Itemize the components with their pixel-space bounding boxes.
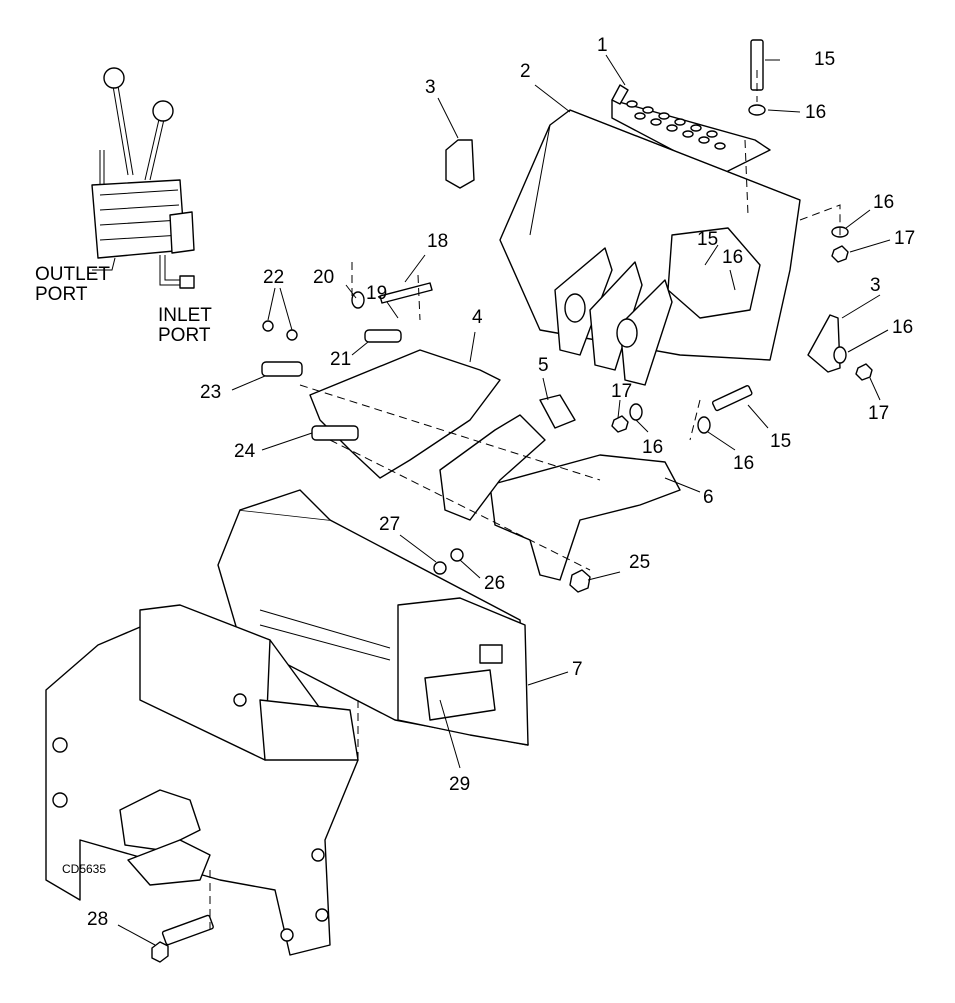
callout-16-top: 16: [805, 102, 827, 123]
callout-22: 22: [263, 267, 285, 288]
part-16-washer-mid: [629, 403, 643, 421]
part-22-clip-a: [262, 320, 274, 332]
callout-6: 6: [703, 487, 714, 508]
callout-24: 24: [234, 441, 256, 462]
callout-7: 7: [572, 659, 583, 680]
callout-15-lower: 15: [770, 431, 792, 452]
part-16-washer-bolt: [697, 416, 711, 434]
part-18-chain: [379, 282, 433, 304]
callout-16-lower-right: 16: [892, 317, 914, 338]
mounting-frame: [45, 604, 359, 956]
part-3-bracket-right: [807, 314, 841, 373]
part-27-washer: [433, 561, 447, 575]
callout-16-right: 16: [873, 192, 895, 213]
callout-16-bolt: 16: [733, 453, 755, 474]
part-16-washer-lower: [833, 346, 847, 364]
callout-15-top: 15: [814, 49, 836, 70]
part-24-pin: [311, 425, 359, 441]
part-15-bolt-lower: [711, 385, 753, 412]
callout-1: 1: [597, 35, 608, 56]
callout-16-mid: 16: [642, 437, 664, 458]
part-5-spacer: [539, 394, 576, 429]
center-link-plate: [439, 414, 546, 521]
part-17-nut-mid: [611, 415, 629, 433]
part-15-bolt-top: [750, 39, 764, 91]
callout-23: 23: [200, 382, 222, 403]
callout-25: 25: [629, 552, 651, 573]
callout-18: 18: [427, 231, 449, 252]
callout-26: 26: [484, 573, 506, 594]
callout-4: 4: [472, 307, 483, 328]
callout-19: 19: [366, 283, 388, 304]
part-25-nut: [569, 569, 591, 593]
callout-16-inset: 16: [722, 247, 744, 268]
callout-21: 21: [330, 349, 352, 370]
leader-lines: [117, 54, 891, 946]
step-plate-holes: [626, 100, 726, 150]
inlet-port-label: INLET PORT: [158, 305, 212, 346]
control-valve-assembly: [91, 67, 195, 289]
part-22-clip-b: [286, 329, 298, 341]
callout-17-right: 17: [894, 228, 916, 249]
callout-3-left: 3: [425, 77, 436, 98]
outlet-port-label: OUTLET PORT: [35, 264, 110, 305]
part-1-step-plate: [611, 84, 771, 176]
callout-5: 5: [538, 355, 549, 376]
callout-2: 2: [520, 61, 531, 82]
cover-gussets: [554, 247, 673, 386]
drawing-code: CD5635: [62, 862, 107, 876]
callout-28: 28: [87, 909, 109, 930]
part-7-main-frame: [217, 489, 529, 746]
callout-27: 27: [379, 514, 401, 535]
callout-3-right: 3: [870, 275, 881, 296]
part-6-side-plate: [489, 454, 681, 581]
callout-17-lower: 17: [868, 403, 890, 424]
part-26-nut: [450, 548, 464, 562]
part-3-bracket-left: [445, 139, 475, 189]
callout-29: 29: [449, 774, 471, 795]
part-17-nut-lower: [855, 363, 873, 381]
callout-15-inset: 15: [697, 229, 719, 250]
part-23-pin: [261, 361, 303, 377]
part-28-bolt: [151, 914, 214, 963]
part-16-washer-top: [748, 104, 766, 116]
callout-20: 20: [313, 267, 335, 288]
part-17-nut-right: [831, 245, 849, 263]
callout-17-mid: 17: [611, 381, 633, 402]
assembly-lines: [209, 70, 841, 935]
part-21-pin: [364, 329, 402, 343]
